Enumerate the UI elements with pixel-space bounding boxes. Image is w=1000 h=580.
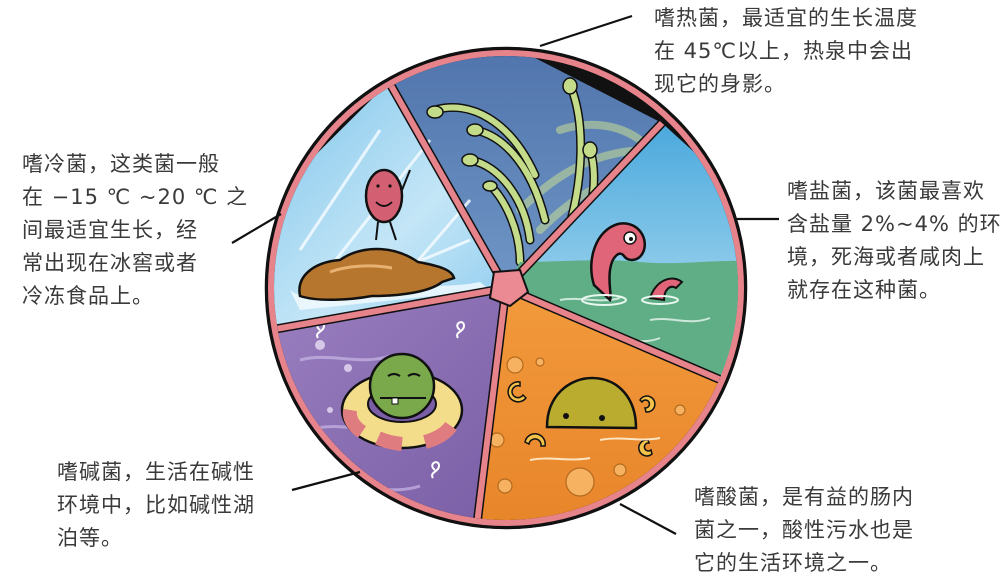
caption-line: 在 −15 ℃ ~20 ℃ 之 bbox=[22, 185, 249, 209]
caption-line: 现它的身影。 bbox=[654, 72, 786, 96]
leader-line-alkaliphile bbox=[291, 470, 361, 492]
caption-line: 嗜碱菌，生活在碱性 bbox=[57, 460, 255, 484]
caption-line: 在 45℃以上，热泉中会出 bbox=[654, 39, 913, 63]
caption-line: 嗜冷菌，这类菌一般 bbox=[22, 152, 220, 176]
caption-line: 境，死海或者咸肉上 bbox=[787, 245, 985, 269]
caption-line: 它的生活环境之一。 bbox=[694, 551, 892, 575]
caption-acidophile: 嗜酸菌，是有益的肠内 菌之一，酸性污水也是 它的生活环境之一。 bbox=[694, 481, 914, 580]
leader-line-acidophile bbox=[619, 503, 677, 535]
caption-thermophile: 嗜热菌，最适宜的生长温度 在 45℃以上，热泉中会出 现它的身影。 bbox=[654, 2, 918, 101]
caption-line: 嗜酸菌，是有益的肠内 bbox=[694, 485, 914, 509]
segment-psychrophile bbox=[274, 82, 506, 330]
caption-line: 环境中，比如碱性湖 bbox=[57, 493, 255, 517]
caption-psychrophile: 嗜冷菌，这类菌一般 在 −15 ℃ ~20 ℃ 之 间最适宜生长，经 常出现在冰… bbox=[22, 148, 248, 313]
caption-line: 冷冻食品上。 bbox=[22, 284, 154, 308]
leader-line-thermophile bbox=[539, 14, 633, 48]
wheel-spokes bbox=[274, 79, 730, 520]
caption-line: 嗜盐菌，该菌最喜欢 bbox=[787, 179, 985, 203]
caption-line: 含盐量 2%~4% 的环 bbox=[787, 212, 1000, 236]
caption-halophile: 嗜盐菌，该菌最喜欢 含盐量 2%~4% 的环 境，死海或者咸肉上 就存在这种菌。 bbox=[787, 175, 1000, 307]
segment-halophile bbox=[506, 123, 738, 383]
caption-line: 间最适宜生长，经 bbox=[22, 218, 198, 242]
caption-line: 菌之一，酸性污水也是 bbox=[694, 518, 914, 542]
leader-lines bbox=[231, 14, 779, 535]
leader-line-psychrophile bbox=[231, 213, 282, 244]
wheel-hub bbox=[488, 268, 530, 308]
caption-line: 嗜热菌，最适宜的生长温度 bbox=[654, 6, 918, 30]
caption-line: 常出现在冰窖或者 bbox=[22, 251, 198, 275]
caption-alkaliphile: 嗜碱菌，生活在碱性 环境中，比如碱性湖 泊等。 bbox=[57, 456, 255, 555]
caption-line: 就存在这种菌。 bbox=[787, 278, 941, 302]
caption-line: 泊等。 bbox=[57, 526, 123, 550]
